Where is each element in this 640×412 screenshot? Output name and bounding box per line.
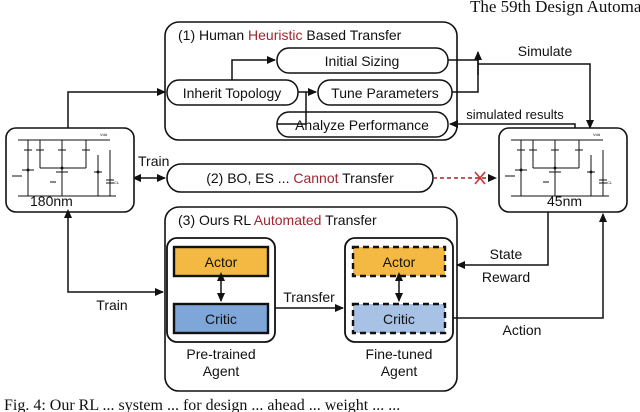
svg-text:CL: CL xyxy=(114,180,120,185)
circuit-45nm: Vdd CL 45nm xyxy=(498,127,628,213)
section3-frame xyxy=(164,206,458,392)
pretrained-actor-box xyxy=(172,245,270,278)
reward-label: Reward xyxy=(482,269,530,285)
cross-mark-icon xyxy=(474,171,486,185)
state-reward-arrow xyxy=(456,212,549,269)
train-top-label: Train xyxy=(138,153,169,169)
pretrained-critic-box xyxy=(172,302,270,335)
arrow-left-to-section1 xyxy=(67,88,166,128)
link-sizing-tune xyxy=(448,59,479,93)
section1-title: (1) Human Heuristic Based Transfer xyxy=(178,27,402,43)
section2-label: (2) BO, ES ... Cannot Transfer xyxy=(206,170,394,186)
figure-caption: Fig. 4: Our RL ... system ... for design… xyxy=(4,397,400,412)
simulated-results-arrow xyxy=(449,120,576,128)
svg-text:Vdd: Vdd xyxy=(100,132,107,137)
pretrained-actor-label: Actor xyxy=(205,254,238,270)
pretrained-label-2: Agent xyxy=(203,363,240,379)
inherit-topology-label: Inherit Topology xyxy=(183,85,282,101)
section1-frame xyxy=(164,21,458,141)
pretrained-critic-label: Critic xyxy=(205,311,237,327)
finetuned-actor-box xyxy=(351,245,447,278)
arrow-analyze-to-tune xyxy=(277,92,307,125)
train-bottom-arrow xyxy=(64,209,164,296)
transfer-label: Transfer xyxy=(283,289,335,305)
simulated-results-label: simulated results xyxy=(466,107,564,122)
header-text: The 59th Design Automation xyxy=(470,0,640,16)
action-label: Action xyxy=(503,322,542,338)
simulate-label: Simulate xyxy=(518,43,573,59)
right-node-label: 45nm xyxy=(547,193,582,209)
circuit-180nm: Vdd CL 180nm xyxy=(5,127,135,213)
finetuned-actor-label: Actor xyxy=(383,254,416,270)
svg-text:Vdd: Vdd xyxy=(593,132,600,137)
finetuned-label-1: Fine-tuned xyxy=(366,346,433,362)
left-node-label: 180nm xyxy=(30,193,73,209)
pretrained-label-1: Pre-trained xyxy=(186,346,255,362)
action-arrow xyxy=(453,213,607,319)
tune-parameters-label: Tune Parameters xyxy=(331,85,439,101)
state-label: State xyxy=(490,246,523,262)
initial-sizing-label: Initial Sizing xyxy=(325,53,400,69)
finetuned-critic-label: Critic xyxy=(383,311,415,327)
analyze-performance-label: Analyze Performance xyxy=(295,117,429,133)
simulate-arrow xyxy=(478,63,594,129)
finetuned-critic-box xyxy=(351,302,447,335)
arrow-topology-to-sizing xyxy=(231,56,276,80)
finetuned-label-2: Agent xyxy=(381,363,418,379)
section3-title: (3) Ours RL Automated Transfer xyxy=(178,212,377,228)
train-bottom-label: Train xyxy=(96,297,127,313)
svg-text:CL: CL xyxy=(607,180,613,185)
